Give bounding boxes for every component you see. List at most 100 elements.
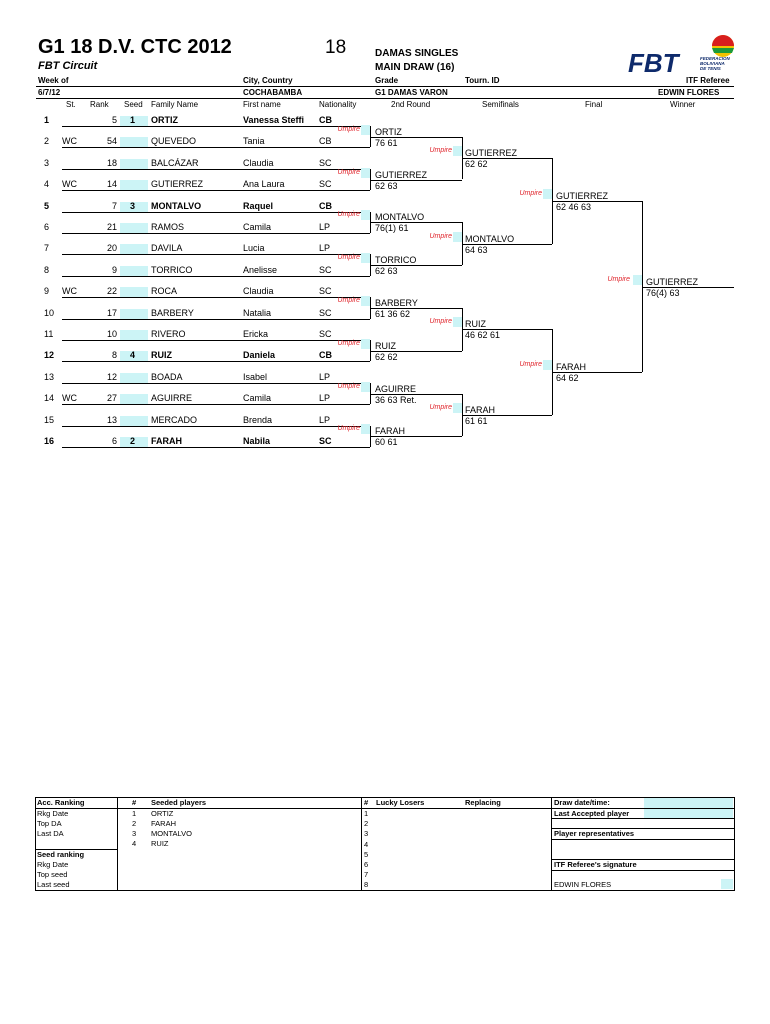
seed-cell	[120, 415, 148, 426]
player-row-line	[62, 361, 370, 363]
champion-line	[642, 286, 734, 288]
player-family-name: ORTIZ	[151, 115, 178, 125]
seed-rkg-date-label: Rkg Date	[37, 860, 69, 869]
match-score: 62 62	[465, 159, 488, 170]
player-row-line	[62, 404, 370, 406]
seed-player-name: RUIZ	[151, 839, 169, 848]
draw-position: 2	[44, 136, 50, 147]
player-rank: 12	[106, 371, 117, 382]
seed-cell	[120, 244, 148, 255]
seed-cell	[120, 437, 148, 447]
lucky-loser-number: 4	[364, 839, 369, 849]
seed-player-name: ORTIZ	[151, 809, 174, 818]
player-first-name: Ericka	[243, 329, 269, 339]
player-first-name: Nabila	[243, 436, 271, 446]
match-winner-name: RUIZ	[375, 340, 396, 351]
umpire-label: Umpire	[337, 296, 360, 304]
player-nationality: SC	[319, 286, 332, 297]
draw-position: 10	[44, 307, 55, 318]
bracket-connector	[370, 254, 371, 276]
seed-cell	[120, 394, 148, 405]
tournament-title: G1 18 D.V. CTC 2012	[38, 36, 232, 58]
seed-cell	[120, 158, 148, 169]
draw-position: 16	[44, 436, 55, 446]
player-nationality: CB	[319, 200, 332, 211]
player-first-name: Daniela	[243, 350, 276, 361]
player-reps-label: Player representatives	[554, 829, 635, 838]
seed-number: 2	[132, 819, 137, 828]
player-nationality: SC	[319, 264, 332, 275]
city-value: COCHABAMBA	[243, 88, 303, 97]
bracket-winner-line	[462, 414, 552, 416]
player-first-name: Isabel	[243, 371, 268, 382]
col-status: St.	[66, 100, 76, 109]
draw-position: 3	[44, 157, 50, 168]
city-label: City, Country	[243, 76, 293, 85]
umpire-cell	[361, 295, 370, 306]
draw-position: 11	[44, 329, 54, 339]
umpire-cell	[361, 338, 370, 349]
match-winner-name: FARAH	[556, 362, 587, 373]
player-seed: 2	[130, 436, 136, 446]
bracket-winner-line	[370, 136, 462, 138]
umpire-label: Umpire	[337, 382, 360, 390]
match-winner-name: FARAH	[375, 426, 406, 437]
umpire-label: Umpire	[337, 339, 360, 347]
player-nationality: SC	[319, 157, 332, 168]
bracket-winner-line	[370, 307, 462, 309]
match-score: 61 36 62	[375, 308, 411, 319]
player-rank: 6	[111, 436, 117, 446]
bracket-winner-line	[370, 393, 462, 395]
player-nationality: LP	[319, 393, 331, 404]
match-score: 61 61	[465, 415, 488, 426]
draw-position: 4	[44, 179, 50, 190]
seed-cell	[120, 351, 148, 362]
final-connector	[642, 200, 643, 373]
draw-position: 5	[44, 200, 50, 211]
seed-cell	[120, 372, 148, 383]
umpire-label: Umpire	[337, 254, 360, 262]
bracket-connector	[370, 211, 371, 233]
match-winner-name: MONTALVO	[375, 212, 425, 223]
seed-cell	[120, 116, 148, 126]
player-first-name: Brenda	[243, 414, 273, 425]
player-family-name: AGUIRRE	[151, 393, 193, 404]
draw-position: 6	[44, 222, 50, 232]
footer-table	[35, 797, 735, 891]
bracket-connector	[370, 425, 371, 447]
player-row-line	[62, 254, 370, 256]
umpire-label: Umpire	[337, 125, 360, 133]
bracket-winner-line	[370, 265, 462, 267]
umpire-cell	[633, 274, 642, 285]
bracket-winner-line	[462, 329, 552, 331]
player-rank: 22	[106, 286, 117, 297]
bracket-winner-line	[370, 222, 462, 224]
referee-value: EDWIN FLORES	[658, 88, 720, 97]
umpire-label: Umpire	[337, 168, 360, 176]
seed-cell	[120, 308, 148, 319]
seed-player-name: FARAH	[151, 819, 177, 828]
match-score: 62 62	[375, 351, 398, 362]
player-rank: 14	[106, 179, 117, 190]
last-accepted-label: Last Accepted player	[554, 809, 630, 818]
player-row-line	[62, 275, 370, 277]
umpire-label: Umpire	[337, 425, 360, 433]
top-seed-label: Top seed	[37, 870, 68, 879]
match-score: 62 63	[375, 180, 398, 191]
draw-date-label: Draw date/time:	[554, 798, 610, 807]
match-winner-name: MONTALVO	[465, 233, 515, 244]
col-rank: Rank	[90, 100, 109, 109]
champion-score: 76(4) 63	[646, 287, 680, 298]
umpire-label: Umpire	[337, 211, 360, 219]
seed-cell	[120, 201, 148, 212]
player-family-name: DAVILA	[151, 243, 183, 254]
umpire-cell	[453, 146, 462, 157]
umpire-cell	[453, 402, 462, 413]
match-score: 62 63	[375, 266, 398, 277]
acc-ranking-label: Acc. Ranking	[37, 798, 85, 807]
seed-hash-label: #	[132, 798, 137, 807]
bracket-winner-line	[370, 436, 462, 438]
player-rank: 8	[111, 350, 117, 361]
entry-status: WC	[62, 179, 77, 190]
player-family-name: RUIZ	[151, 350, 172, 361]
